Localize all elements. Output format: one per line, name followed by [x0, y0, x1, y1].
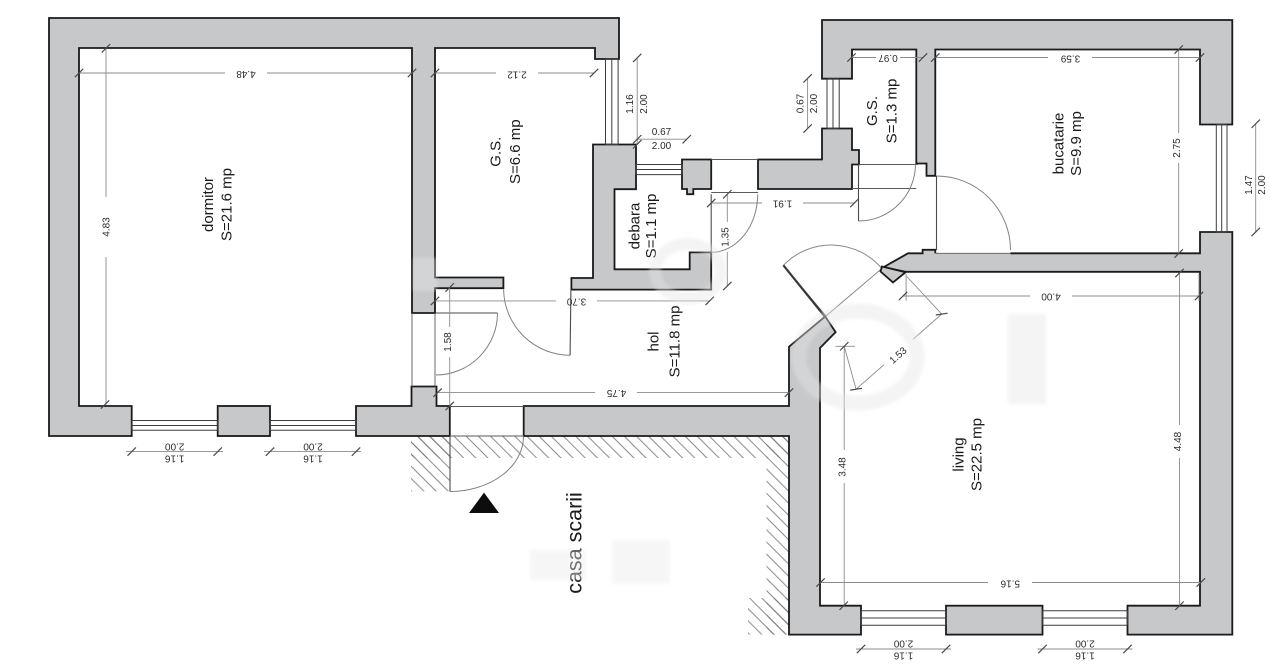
svg-text:1.47: 1.47	[1244, 175, 1255, 195]
svg-text:1.16: 1.16	[625, 94, 636, 114]
svg-text:S=6.6 mp: S=6.6 mp	[507, 119, 524, 184]
svg-text:2.00: 2.00	[652, 141, 672, 152]
svg-text:2.00: 2.00	[893, 638, 913, 649]
svg-text:G.S.: G.S.	[864, 96, 881, 126]
svg-text:2.00: 2.00	[1075, 638, 1095, 649]
svg-text:4.75: 4.75	[606, 387, 626, 398]
svg-text:1.91: 1.91	[772, 198, 792, 209]
svg-text:0.67: 0.67	[652, 127, 672, 138]
svg-text:4.48: 4.48	[1173, 431, 1184, 451]
svg-text:1.16: 1.16	[165, 452, 185, 463]
svg-text:2.00: 2.00	[639, 94, 650, 114]
svg-text:2.12: 2.12	[507, 69, 527, 80]
svg-text:1.16: 1.16	[893, 650, 913, 661]
svg-text:5.16: 5.16	[1000, 578, 1020, 589]
svg-text:3.70: 3.70	[566, 296, 586, 307]
svg-text:1.16: 1.16	[303, 452, 323, 463]
svg-text:2.75: 2.75	[1172, 138, 1183, 158]
svg-text:hol: hol	[646, 331, 663, 351]
svg-text:1.58: 1.58	[443, 332, 454, 352]
svg-text:1.16: 1.16	[1075, 650, 1095, 661]
svg-text:2.00: 2.00	[303, 441, 323, 452]
svg-text:S=1.3 mp: S=1.3 mp	[884, 79, 901, 144]
svg-text:0.97: 0.97	[878, 52, 898, 63]
svg-text:debara: debara	[627, 202, 644, 249]
svg-text:1.35: 1.35	[721, 227, 732, 247]
svg-text:bucatarie: bucatarie	[1051, 113, 1068, 175]
svg-text:dormitor: dormitor	[200, 177, 217, 232]
svg-text:S=21.6 mp: S=21.6 mp	[219, 168, 236, 241]
svg-text:S=9.9 mp: S=9.9 mp	[1068, 111, 1085, 176]
svg-text:2.00: 2.00	[1257, 175, 1268, 195]
svg-text:4.83: 4.83	[102, 217, 113, 237]
svg-text:3.48: 3.48	[838, 457, 849, 477]
svg-text:0.67: 0.67	[796, 93, 807, 113]
svg-text:S=22.5 mp: S=22.5 mp	[969, 418, 986, 491]
svg-text:2.00: 2.00	[165, 441, 185, 452]
svg-text:S=11.8 mp: S=11.8 mp	[667, 306, 684, 378]
svg-text:4.48: 4.48	[236, 68, 256, 79]
svg-text:G.S.: G.S.	[488, 137, 505, 167]
svg-text:2.00: 2.00	[809, 93, 820, 113]
svg-text:4.00: 4.00	[1041, 291, 1061, 302]
svg-text:S=1.1 mp: S=1.1 mp	[643, 194, 660, 259]
svg-text:living: living	[951, 437, 968, 471]
svg-text:3.59: 3.59	[1060, 53, 1080, 64]
